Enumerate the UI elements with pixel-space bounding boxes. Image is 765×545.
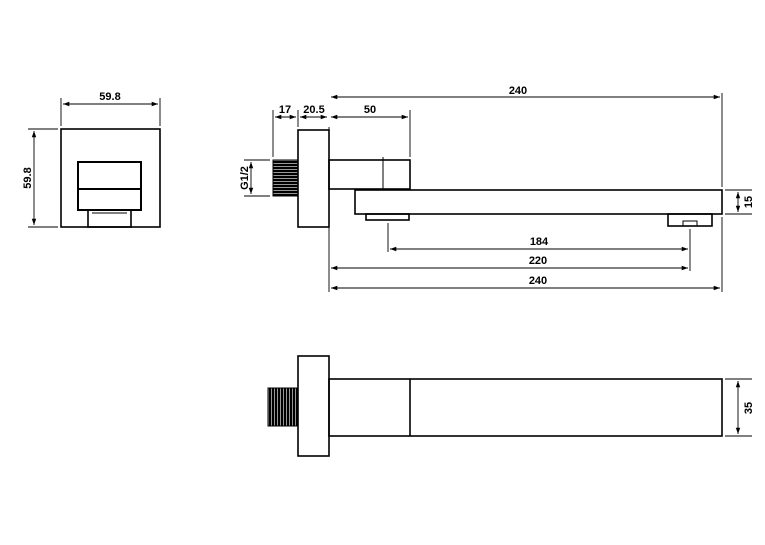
side-spout-thickness-label: 15 (743, 196, 755, 208)
front-wall-plate (60, 128, 161, 228)
side-thread-connector (272, 159, 299, 197)
top-spout-width-label: 35 (743, 402, 755, 414)
top-wall-flange (297, 355, 330, 457)
top-spout (328, 378, 723, 437)
top-view: 35 (267, 355, 755, 457)
side-thread-label: 17 (279, 104, 291, 116)
front-width-label: 59.8 (99, 91, 120, 103)
side-wall-flange (297, 129, 330, 228)
front-height-label: 59.8 (22, 167, 34, 188)
side-connection-label: G1/2 (239, 166, 251, 190)
side-reach-label: 220 (529, 255, 547, 267)
side-flange-label: 20.5 (303, 104, 324, 116)
side-spout (354, 189, 723, 215)
side-view: 240 17 20.5 50 G1/2 15 184 220 240 (239, 85, 755, 292)
side-inlet-lip (365, 213, 410, 221)
side-outlet-label: 184 (530, 236, 549, 248)
side-riser (328, 159, 411, 190)
front-outlet-nozzle (87, 209, 132, 228)
top-thread-connector (267, 387, 299, 427)
side-overall-top-label: 240 (509, 85, 527, 97)
side-overall-bottom-label: 240 (529, 275, 547, 287)
side-outlet-nozzle (667, 213, 713, 227)
side-riser-label: 50 (364, 104, 376, 116)
front-spout-body (77, 161, 142, 211)
front-view: 59.8 59.8 (22, 91, 161, 228)
